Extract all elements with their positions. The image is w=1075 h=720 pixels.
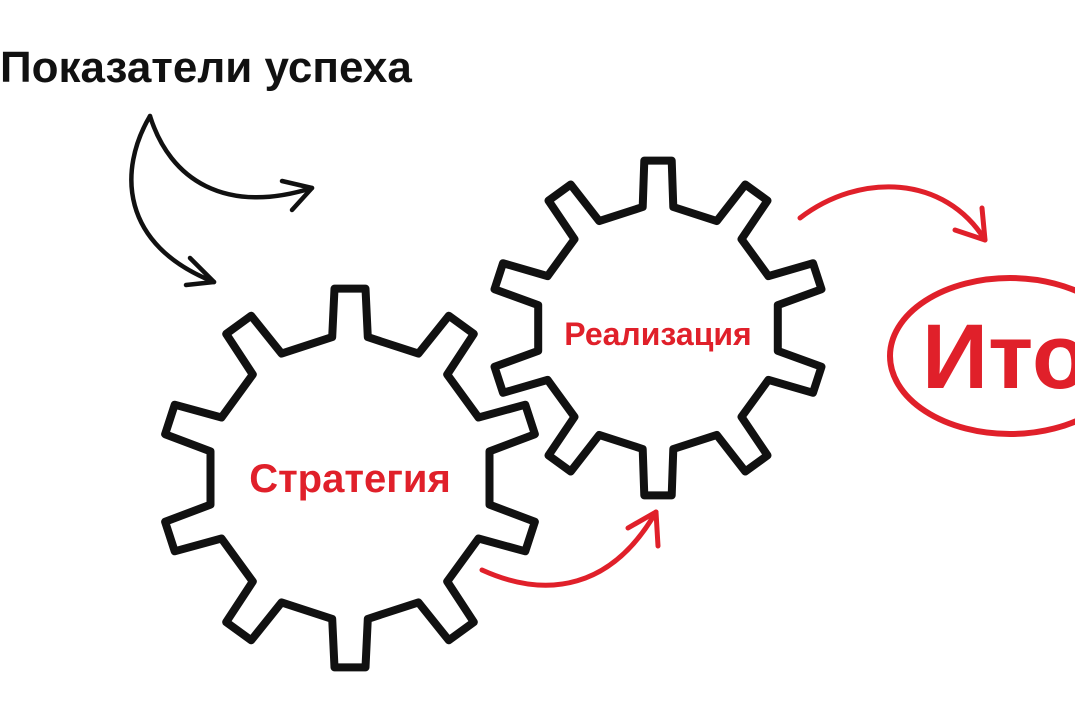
curved-arrow-icon — [147, 113, 315, 200]
strategy-gear: Стратегия — [161, 284, 539, 672]
curved-arrow-icon — [129, 113, 217, 285]
implementation-to-result-arrow — [797, 184, 988, 243]
strategy-label: Стратегия — [249, 457, 451, 501]
result-badge: Ито — [887, 275, 1075, 437]
gear-icon — [490, 156, 826, 500]
result-label: Ито — [922, 306, 1075, 408]
curved-arrow-icon — [797, 184, 988, 243]
page-title: Показатели успеха — [0, 43, 412, 92]
arrowhead-icon — [952, 205, 988, 243]
arrowhead-icon — [625, 509, 661, 549]
arrowhead-icon — [279, 178, 315, 213]
implementation-label: Реализация — [564, 316, 751, 352]
curved-arrow-icon — [479, 509, 659, 588]
result-ellipse — [887, 275, 1075, 437]
strategy-to-implementation-arrow — [479, 509, 661, 588]
implementation-gear: Реализация — [490, 156, 826, 500]
success-metrics-arrows — [129, 113, 315, 288]
gear-icon — [161, 284, 539, 672]
arrowhead-icon — [183, 255, 217, 288]
